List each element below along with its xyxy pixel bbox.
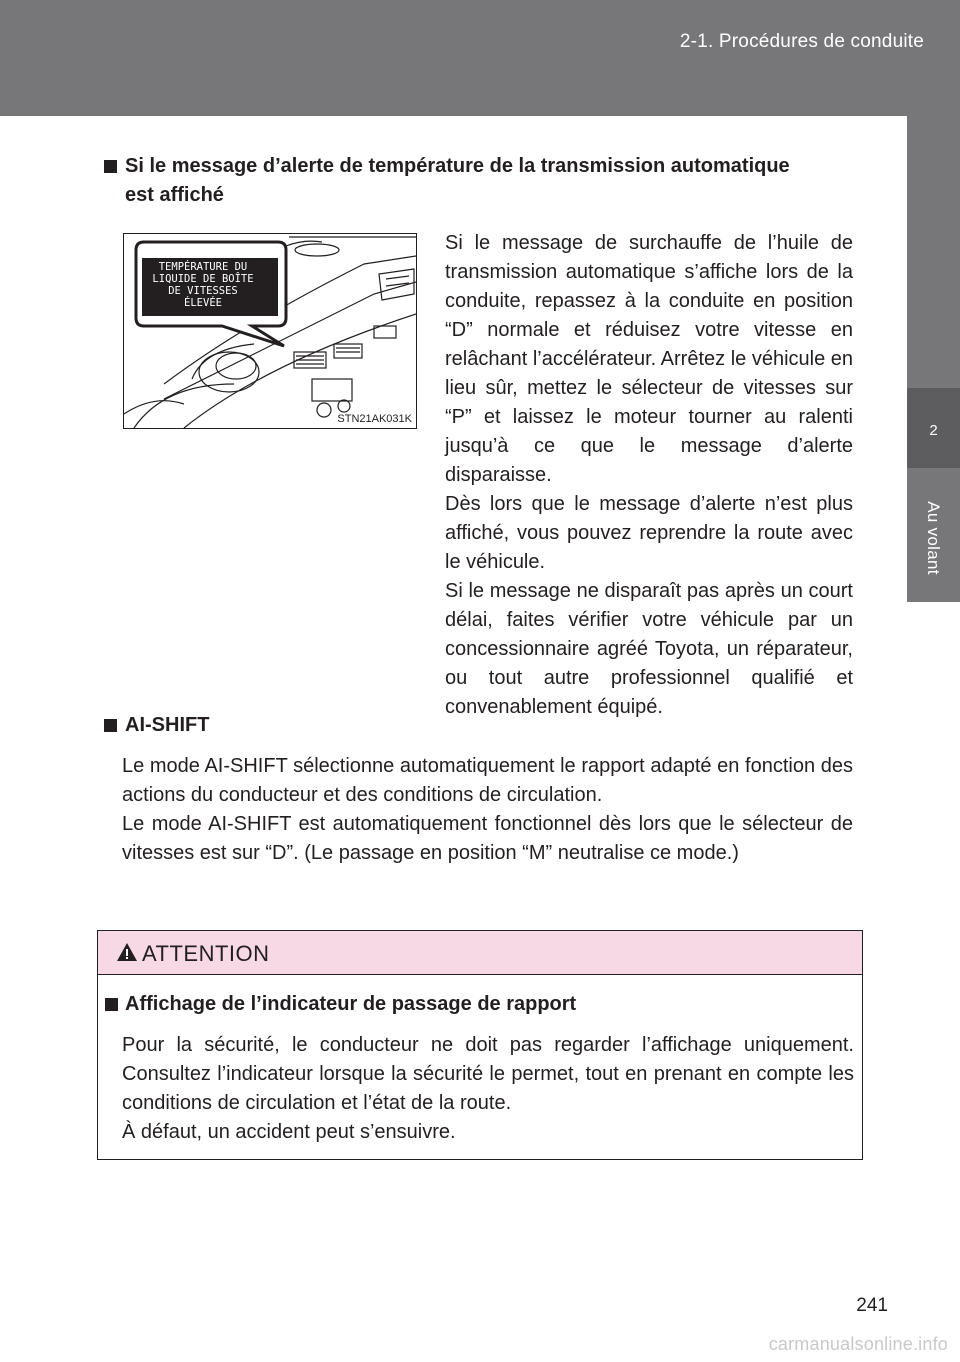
attention-heading: Affichage de l’indicateur de passage de …: [125, 993, 577, 1015]
chapter-label: Au volant: [924, 501, 943, 575]
section2-heading: AI-SHIFT: [125, 714, 210, 736]
bullet-square-icon: [105, 998, 118, 1011]
section2-body: Le mode AI-SHIFT sélectionne automatique…: [122, 752, 853, 868]
chapter-number: 2: [929, 422, 938, 439]
section2-paragraph: Le mode AI-SHIFT est automatiquement fon…: [122, 813, 853, 864]
bullet-square-icon: [104, 719, 117, 732]
section-title: 2-1. Procédures de conduite: [679, 31, 924, 52]
attention-body: Pour la sécurité, le conducteur ne doit …: [122, 1031, 854, 1147]
section1-heading-line1: Si le message d’alerte de température de…: [125, 155, 790, 177]
section1-heading-line2: est affiché: [125, 184, 224, 206]
message-line: TEMPÉRATURE DU: [158, 261, 248, 273]
attention-paragraph: À défaut, un accident peut s’ensuivre.: [122, 1121, 456, 1143]
section1-paragraph: Dès lors que le message d’alerte n’est p…: [445, 493, 853, 573]
watermark: carmanualsonline.info: [768, 1334, 948, 1354]
figure-code: STN21AK031K: [337, 413, 412, 425]
section1-body: Si le message de surchauffe de l’huile d…: [445, 229, 853, 722]
attention-box: ATTENTION Affichage de l’indicateur de p…: [97, 930, 863, 1160]
dashboard-drawing: [124, 236, 416, 428]
warning-triangle-icon: [117, 943, 137, 961]
section2-paragraph: Le mode AI-SHIFT sélectionne automatique…: [122, 755, 853, 806]
attention-header: ATTENTION: [98, 931, 862, 975]
message-line: ÉLEVÉE: [184, 297, 222, 309]
dashboard-illustration: TEMPÉRATURE DU LIQUIDE DE BOÎTE DE VITES…: [123, 233, 417, 429]
page-number: 241: [856, 1295, 888, 1316]
message-line: LIQUIDE DE BOÎTE: [152, 273, 254, 285]
bullet-square-icon: [104, 160, 117, 173]
section1-heading: Si le message d’alerte de température de…: [125, 152, 790, 210]
warning-message-display: TEMPÉRATURE DU LIQUIDE DE BOÎTE DE VITES…: [144, 261, 262, 316]
page-header: 2-1. Procédures de conduite: [0, 0, 960, 116]
message-line: DE VITESSES: [168, 285, 238, 297]
attention-paragraph: Pour la sécurité, le conducteur ne doit …: [122, 1034, 854, 1114]
section1-paragraph: Si le message ne disparaît pas après un …: [445, 580, 853, 718]
section1-paragraph: Si le message de surchauffe de l’huile d…: [445, 232, 854, 486]
attention-title: ATTENTION: [142, 941, 270, 966]
chapter-tab: [907, 116, 960, 602]
chapter-number-box: [907, 388, 960, 468]
